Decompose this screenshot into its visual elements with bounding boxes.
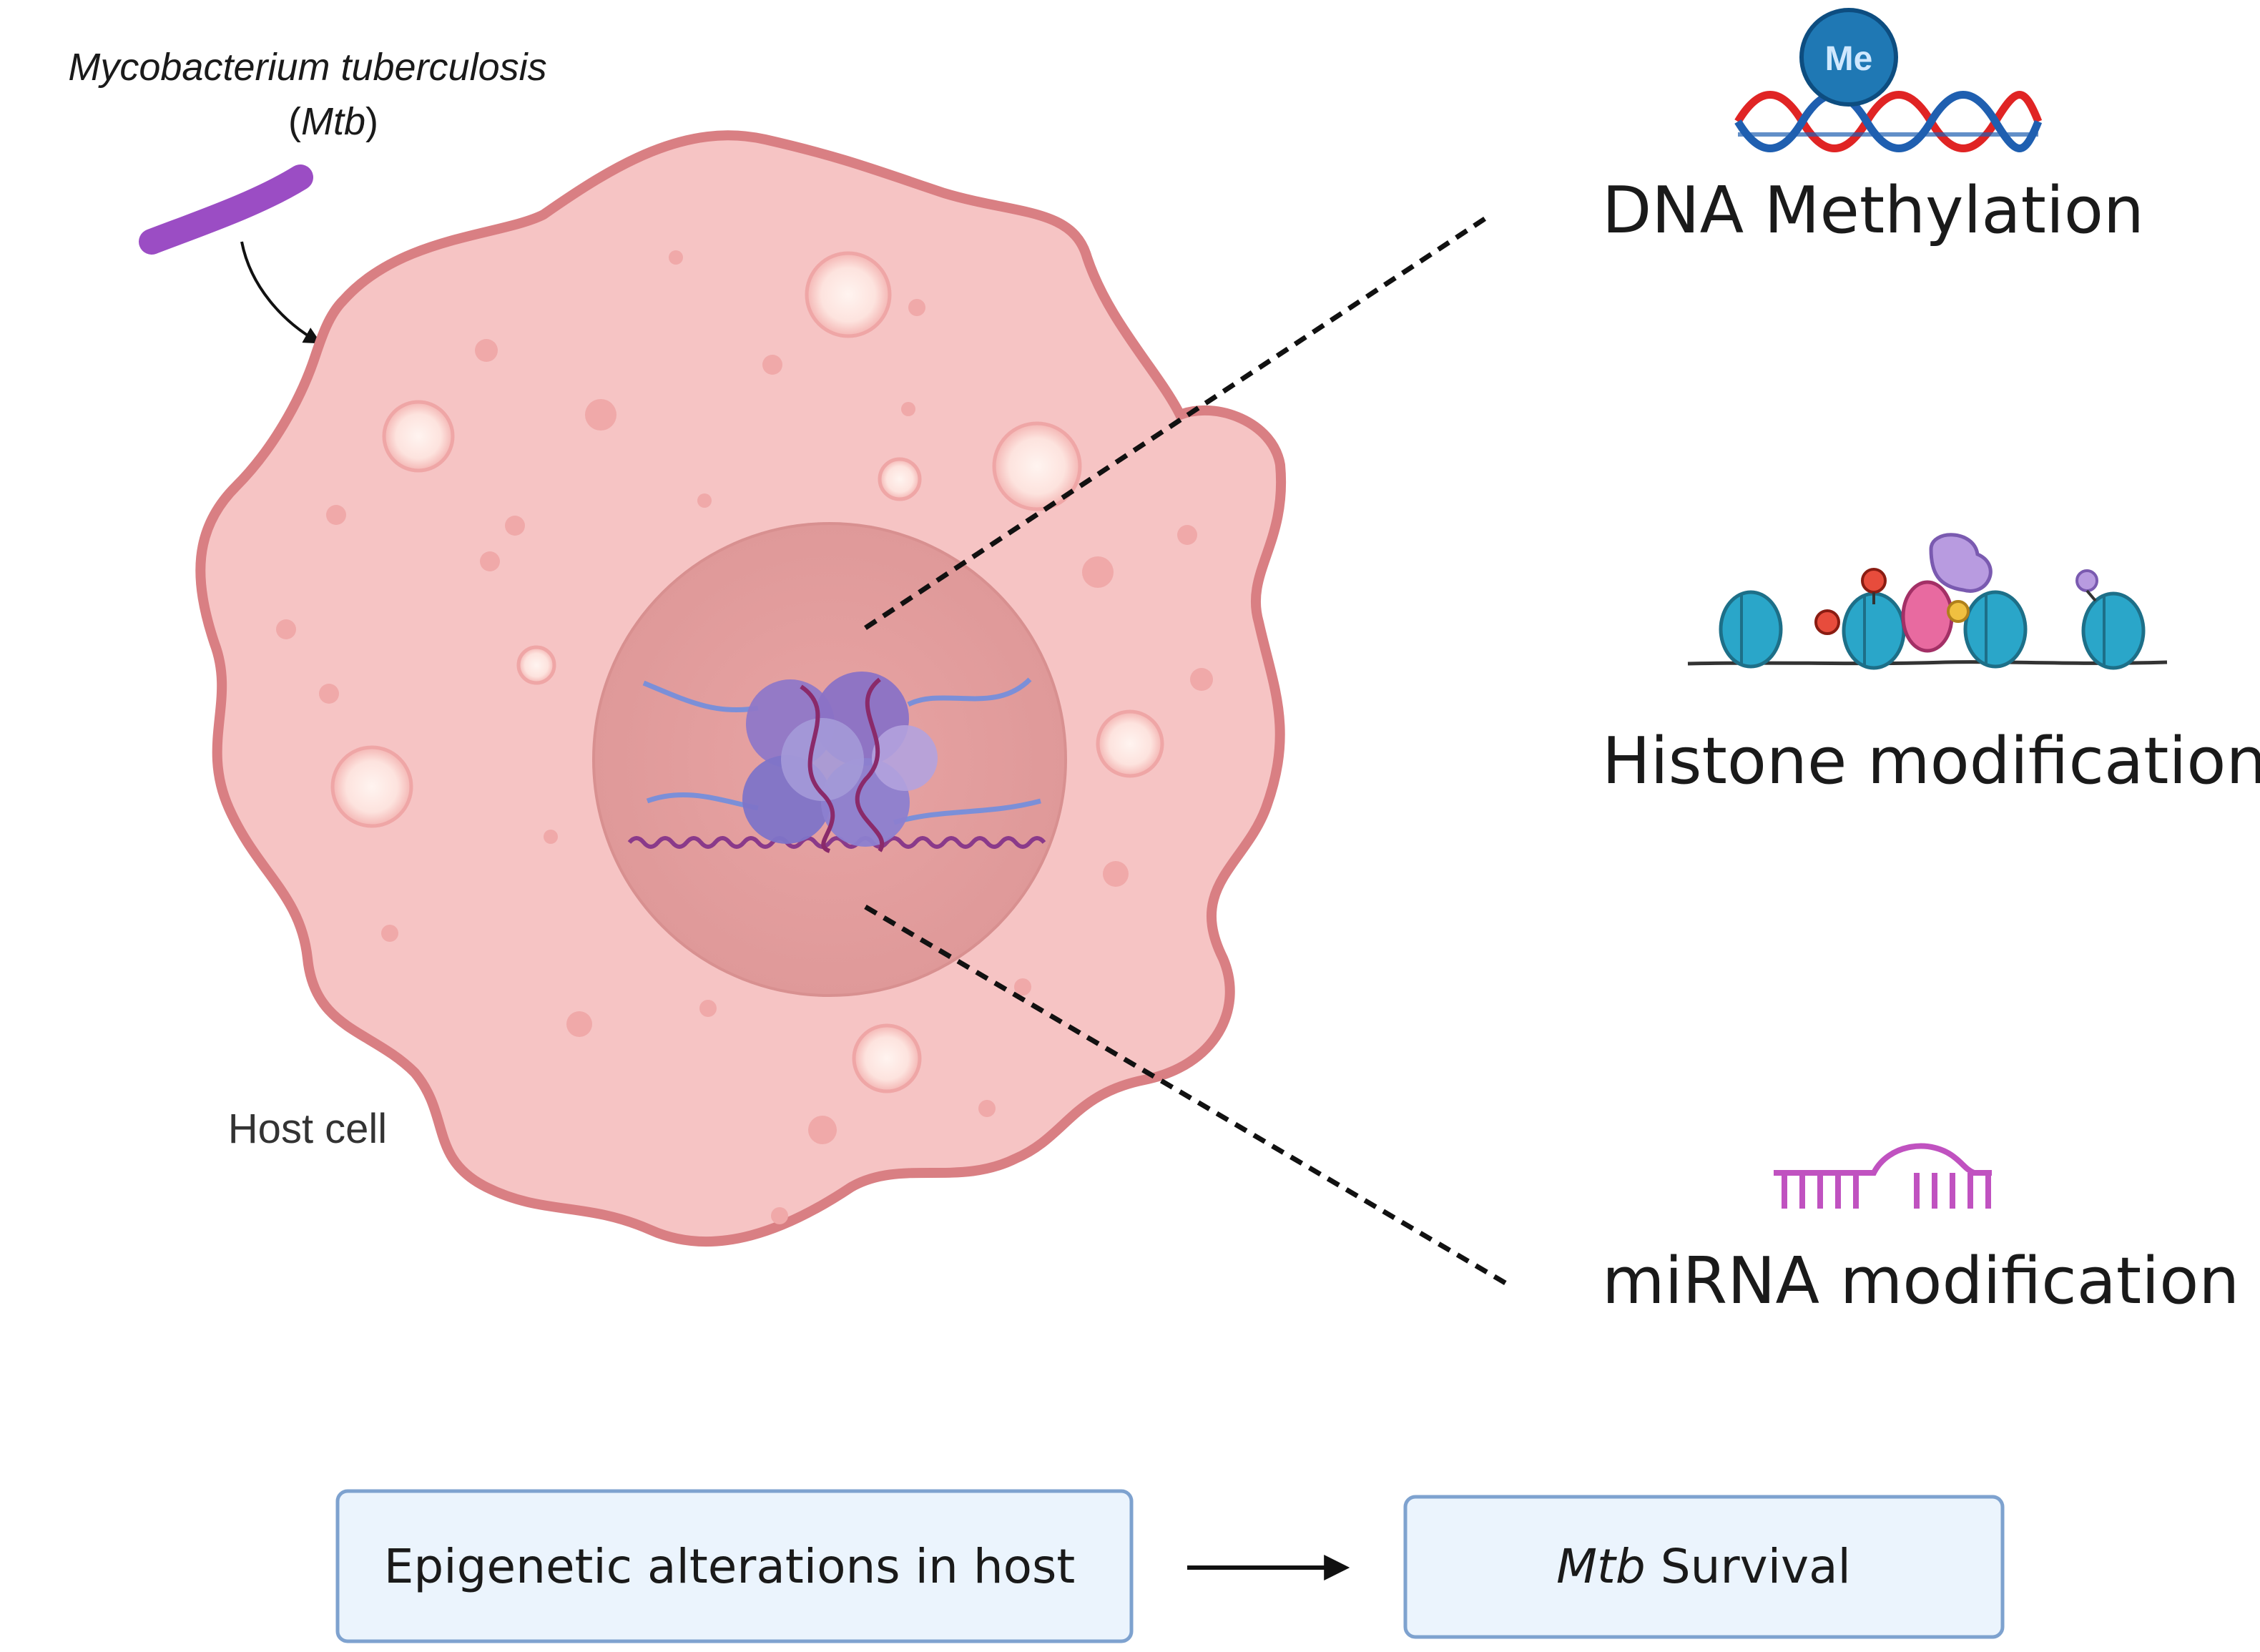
vesicle: [382, 400, 455, 473]
histone-mark-icon: [1814, 533, 2098, 653]
result-box: [1403, 1495, 2005, 1639]
mirna-modification-label: miRNA modification: [1602, 1244, 2239, 1319]
nucleosome-array-icon: [1687, 590, 2168, 670]
vesicle: [992, 421, 1082, 511]
bacterium-rod-icon: [139, 164, 313, 255]
cause-label: Epigenetic alterations in host: [384, 1539, 1076, 1594]
vesicle: [852, 1023, 922, 1093]
vesicle: [1096, 709, 1164, 778]
histone-modification-group: Histone modification: [1602, 533, 2260, 799]
mirna-hairpin-icon: [1774, 1143, 1992, 1209]
dna-helix-icon: [1734, 91, 2043, 152]
vesicle: [805, 251, 892, 338]
result-label: Mtb Survival: [1556, 1539, 1851, 1594]
methyl-group-icon: [1799, 8, 1898, 107]
cell-vesicles: [330, 251, 1164, 1093]
connector-lines: [864, 212, 1514, 1290]
cause-box: [335, 1489, 1134, 1643]
histone-modification-label: Histone modification: [1602, 724, 2260, 799]
connector-dna-methylation: [864, 212, 1493, 630]
methyl-badge-label: Me: [1825, 40, 1873, 78]
connector-mirna-modification: [864, 904, 1514, 1290]
pathogen-name-label: Mycobacterium tuberculosis: [68, 46, 546, 89]
infection-arrow: [240, 241, 322, 344]
pathogen-abbr-label: (Mtb): [288, 100, 378, 143]
vesicle: [330, 745, 413, 828]
cell-granules: [276, 250, 1213, 1224]
vesicle: [516, 645, 556, 685]
host-cell: Host cell: [195, 130, 1287, 1247]
vesicle: [878, 457, 922, 501]
outcome-flow: Epigenetic alterations in host Mtb Survi…: [335, 1489, 2005, 1643]
pathogen-group: Mycobacterium tuberculosis (Mtb): [68, 46, 547, 344]
host-cell-label: Host cell: [228, 1106, 387, 1152]
mirna-modification-group: miRNA modification: [1602, 1143, 2239, 1319]
dna-methylation-label: DNA Methylation: [1602, 173, 2144, 248]
dna-methylation-group: Me DNA Methylation: [1602, 8, 2144, 248]
chromatin-icon: [627, 672, 1046, 853]
